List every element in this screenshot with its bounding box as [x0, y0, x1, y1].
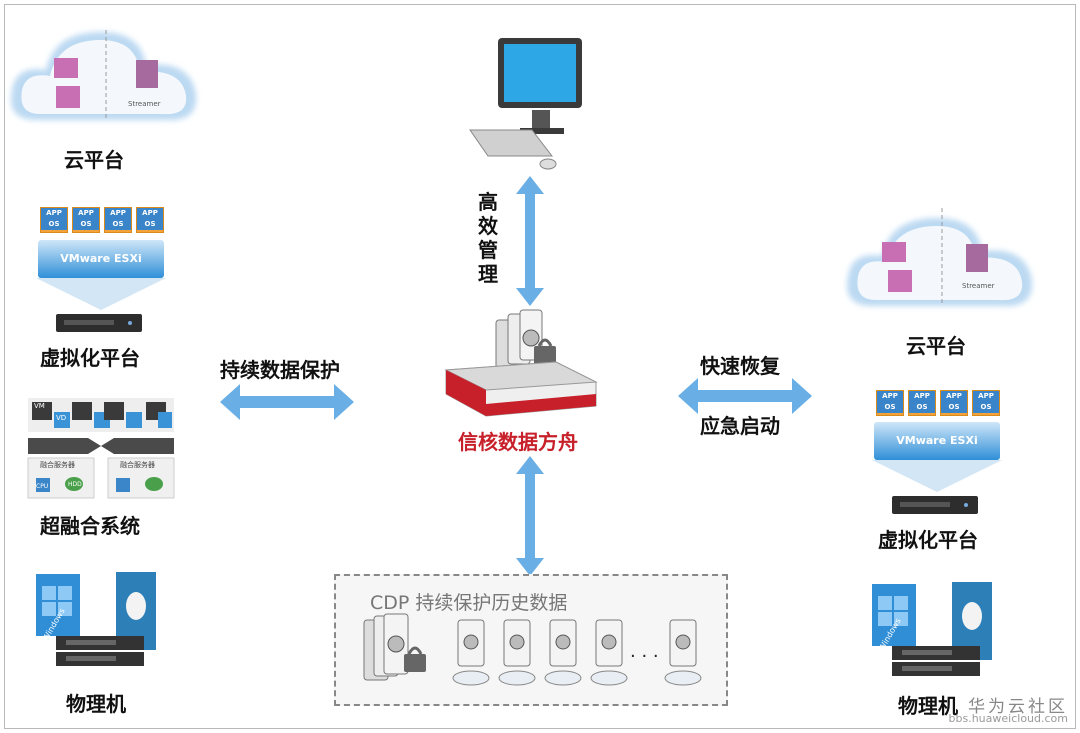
- cdp-ellipsis: · · ·: [630, 646, 659, 667]
- left-hdd-text: HDD: [68, 481, 82, 488]
- watermark-url: bbs.huaweicloud.com: [948, 712, 1068, 725]
- cdp-arrow: [516, 456, 544, 576]
- left-cloud: [11, 30, 197, 121]
- left-fusion-text-2: 融合服务器: [120, 461, 155, 469]
- right-physical-graphic: [872, 582, 992, 676]
- left-hci-label: 超融合系统: [40, 514, 140, 538]
- app-text: APP: [137, 208, 163, 219]
- cdp-disk-2: [498, 619, 536, 686]
- left-virtual-server: [56, 314, 142, 332]
- cdp-history-graphic: [363, 613, 702, 686]
- left-cpu-text: CPU: [36, 483, 49, 490]
- app-text: APP: [877, 391, 903, 402]
- left-vmware-header: VMware ESXi: [38, 240, 164, 278]
- right-vmware-funnel: [872, 460, 1002, 492]
- left-streamer-text: Streamer: [128, 100, 161, 108]
- diagram-frame: [4, 4, 1076, 729]
- left-vm-text-1: VM: [34, 402, 45, 410]
- watermark-title: 华为云社区: [968, 697, 1068, 717]
- left-vd-text-1: VD: [56, 414, 67, 422]
- os-text: OS: [105, 219, 131, 230]
- cdp-disk-5: [664, 619, 702, 686]
- cdp-disk-1: [452, 619, 490, 686]
- app-text: APP: [941, 391, 967, 402]
- os-text: OS: [877, 402, 903, 413]
- left-physical-graphic: [36, 572, 156, 666]
- os-text: OS: [973, 402, 999, 413]
- app-text: APP: [73, 208, 99, 219]
- emergency-start-label: 应急启动: [700, 414, 780, 438]
- right-cloud-label: 云平台: [906, 334, 966, 358]
- fast-recovery-label: 快速恢复: [700, 354, 780, 378]
- cdp-protect-arrow: [220, 384, 354, 420]
- left-hci-graphic: [27, 398, 175, 499]
- cdp-disk-4: [590, 619, 628, 686]
- left-virtual-label: 虚拟化平台: [40, 346, 140, 370]
- left-physical-label: 物理机: [66, 692, 126, 716]
- app-text: APP: [41, 208, 67, 219]
- mgmt-arrow: [516, 176, 544, 306]
- cdp-disk-3: [544, 619, 582, 686]
- cdp-history-title: CDP 持续保护历史数据: [370, 592, 568, 614]
- os-text: OS: [137, 219, 163, 230]
- mgmt-label: 高效管理: [478, 190, 498, 286]
- right-streamer-text: Streamer: [962, 282, 995, 290]
- os-text: OS: [941, 402, 967, 413]
- monitor-icon: [469, 38, 582, 170]
- os-text: OS: [73, 219, 99, 230]
- right-cloud: [847, 208, 1033, 307]
- product-device-icon: [444, 309, 598, 417]
- cdp-protect-label: 持续数据保护: [220, 358, 340, 382]
- os-text: OS: [41, 219, 67, 230]
- right-virtual-label: 虚拟化平台: [878, 528, 978, 552]
- right-virtual-server: [892, 496, 978, 514]
- app-text: APP: [973, 391, 999, 402]
- product-label: 信核数据方舟: [458, 430, 578, 454]
- app-text: APP: [909, 391, 935, 402]
- right-physical-label: 物理机: [898, 694, 958, 718]
- right-vmware-header: VMware ESXi: [874, 422, 1000, 460]
- recovery-arrow: [678, 378, 812, 414]
- left-fusion-text-1: 融合服务器: [40, 461, 75, 469]
- app-text: APP: [105, 208, 131, 219]
- os-text: OS: [909, 402, 935, 413]
- left-cloud-label: 云平台: [64, 148, 124, 172]
- left-vmware-funnel: [36, 278, 166, 310]
